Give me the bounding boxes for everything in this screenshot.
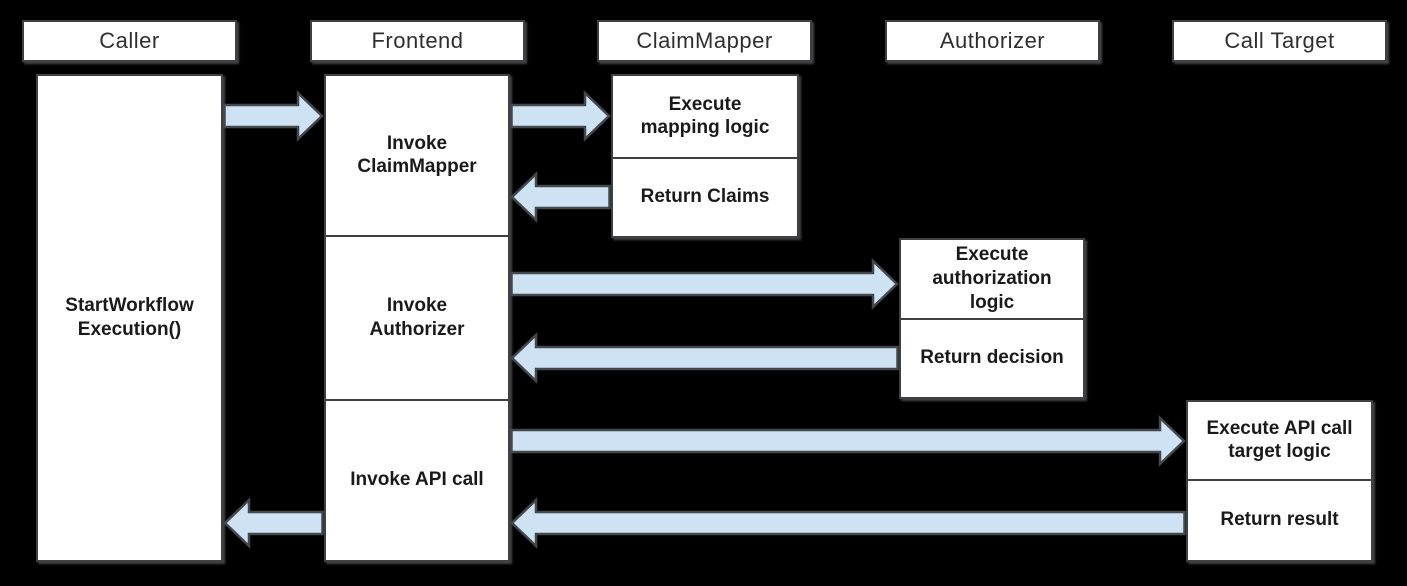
arrow-left-icon: [510, 171, 611, 223]
arrow-frontend-to-calltarget: [510, 415, 1186, 467]
lifeline-header-authorizer: Authorizer: [885, 20, 1100, 62]
arrow-frontend-to-authorizer: [510, 258, 899, 310]
activation-authorizer: Execute authorization logic Return decis…: [899, 238, 1085, 399]
arrow-authorizer-to-frontend-return: [510, 332, 899, 384]
arrow-right-icon: [510, 90, 611, 142]
arrow-left-icon: [510, 332, 899, 384]
step-invoke-api-call: Invoke API call: [326, 398, 508, 561]
arrow-right-icon: [510, 415, 1186, 467]
step-execute-authorization-logic: Execute authorization logic: [932, 244, 1052, 313]
arrow-left-icon: [223, 497, 324, 549]
lifeline-header-caller: Caller: [22, 20, 237, 62]
arrow-frontend-to-caller-return: [223, 497, 324, 549]
arrow-calltarget-to-frontend-return: [510, 497, 1186, 549]
arrow-caller-to-frontend: [223, 90, 324, 142]
step-return-result: Return result: [1188, 478, 1371, 561]
arrow-right-icon: [223, 90, 324, 142]
lifeline-header-frontend: Frontend: [310, 20, 525, 62]
lifeline-header-calltarget: Call Target: [1172, 20, 1387, 62]
lifeline-header-claimmapper: ClaimMapper: [597, 20, 812, 62]
activation-claimmapper: Execute mapping logic Return Claims: [611, 74, 799, 238]
step-return-claims: Return Claims: [613, 156, 797, 237]
arrow-left-icon: [510, 497, 1186, 549]
step-return-decision: Return decision: [901, 317, 1083, 398]
step-invoke-authorizer: Invoke Authorizer: [326, 234, 508, 399]
activation-frontend: Invoke ClaimMapper Invoke Authorizer Inv…: [324, 74, 510, 562]
step-execute-mapping-logic: Execute mapping logic: [640, 93, 770, 139]
step-invoke-claimmapper: Invoke ClaimMapper: [357, 132, 477, 178]
activation-caller: StartWorkflow Execution(): [36, 74, 223, 562]
arrow-claimmapper-to-frontend-return: [510, 171, 611, 223]
arrow-frontend-to-claimmapper: [510, 90, 611, 142]
arrow-right-icon: [510, 258, 899, 310]
activation-calltarget: Execute API call target logic Return res…: [1186, 400, 1373, 562]
step-startworkflowexecution: StartWorkflow Execution(): [65, 295, 194, 340]
step-execute-api-call-target-logic: Execute API call target logic: [1206, 417, 1353, 463]
